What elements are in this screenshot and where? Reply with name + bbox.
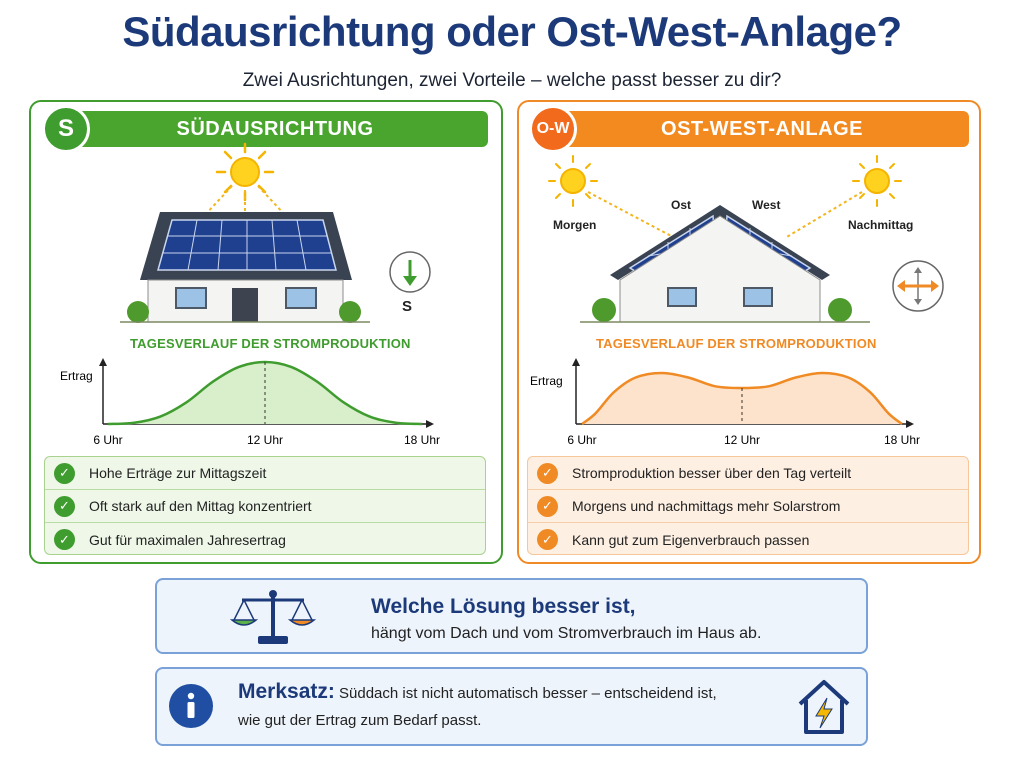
eastwest-production-chart: Ertrag 6 Uhr 12 Uhr 18 Uhr bbox=[530, 358, 920, 447]
south-tick-12: 12 Uhr bbox=[247, 433, 283, 447]
scale-icon bbox=[229, 590, 317, 644]
sun-icon bbox=[852, 155, 902, 207]
check-icon: ✓ bbox=[54, 462, 75, 484]
eastwest-feature-label: Kann gut zum Eigenverbrauch passen bbox=[572, 531, 810, 548]
roof-east bbox=[610, 205, 720, 280]
check-icon: ✓ bbox=[537, 529, 558, 550]
eastwest-badge-label: O-W bbox=[536, 120, 570, 137]
label-west: West bbox=[752, 198, 781, 212]
eastwest-feature-item: ✓ Kann gut zum Eigenverbrauch passen bbox=[528, 523, 968, 556]
merksatz-label: Merksatz: bbox=[238, 680, 335, 703]
check-icon: ✓ bbox=[537, 495, 558, 517]
eastwest-tick-6: 6 Uhr bbox=[567, 433, 596, 447]
eastwest-feature-item: ✓ Stromproduktion besser über den Tag ve… bbox=[528, 457, 968, 490]
check-icon: ✓ bbox=[54, 529, 75, 550]
solar-panels bbox=[157, 219, 337, 271]
south-feature-item: ✓ Oft stark auf den Mittag konzentriert bbox=[45, 490, 485, 523]
south-feature-label: Oft stark auf den Mittag konzentriert bbox=[89, 498, 312, 514]
south-compass-icon bbox=[389, 251, 431, 293]
eastwest-feature-label: Stromproduktion besser über den Tag vert… bbox=[572, 465, 852, 481]
merksatz-line1: Süddach ist nicht automatisch besser – e… bbox=[339, 685, 717, 702]
eastwest-heading: OST-WEST-ANLAGE bbox=[661, 117, 863, 140]
eastwest-panel bbox=[517, 100, 981, 564]
merksatz-box bbox=[155, 667, 868, 746]
south-banner: SÜDAUSRICHTUNG bbox=[62, 111, 488, 147]
conclusion-title: Welche Lösung besser ist, bbox=[371, 595, 636, 618]
south-feature-label: Gut für maximalen Jahresertrag bbox=[89, 531, 286, 548]
eastwest-feature-item: ✓ Morgens und nachmittags mehr Solarstro… bbox=[528, 490, 968, 523]
south-panel bbox=[29, 100, 503, 564]
merksatz-line2: wie gut der Ertrag zum Bedarf passt. bbox=[238, 712, 482, 729]
south-tick-6: 6 Uhr bbox=[93, 433, 122, 447]
south-feature-list: ✓ Hohe Erträge zur Mittagszeit ✓ Oft sta… bbox=[44, 456, 486, 555]
south-ylabel: Ertrag bbox=[60, 369, 93, 383]
eastwest-ylabel: Ertrag bbox=[530, 374, 563, 388]
eastwest-tick-12: 12 Uhr bbox=[724, 433, 760, 447]
page-title: Südausrichtung oder Ost-West-Anlage? bbox=[122, 8, 902, 55]
info-icon bbox=[169, 684, 213, 728]
south-heading: SÜDAUSRICHTUNG bbox=[176, 117, 374, 140]
conclusion-text: hängt vom Dach und vom Stromverbrauch im… bbox=[371, 625, 762, 642]
label-morning: Morgen bbox=[553, 218, 597, 232]
south-badge: S bbox=[42, 105, 90, 153]
house-lightning-icon bbox=[798, 680, 850, 734]
label-afternoon: Nachmittag bbox=[848, 218, 914, 232]
south-production-chart: Ertrag 6 Uhr 12 Uhr 18 Uhr bbox=[60, 358, 440, 447]
eastwest-chart-title: TAGESVERLAUF DER STROMPRODUKTION bbox=[596, 336, 877, 351]
eastwest-feature-label: Morgens und nachmittags mehr Solarstrom bbox=[572, 498, 841, 514]
page-subtitle: Zwei Ausrichtungen, zwei Vorteile – welc… bbox=[242, 70, 782, 91]
roof-west bbox=[720, 205, 830, 280]
sun-rays bbox=[587, 191, 863, 239]
sun-icon bbox=[548, 155, 598, 207]
eastwest-area bbox=[582, 372, 902, 424]
eastwest-badge: O-W bbox=[529, 105, 577, 153]
eastwest-tick-18: 18 Uhr bbox=[884, 433, 920, 447]
south-tick-18: 18 Uhr bbox=[404, 433, 440, 447]
eastwest-compass-icon bbox=[892, 260, 944, 312]
south-feature-label: Hohe Erträge zur Mittagszeit bbox=[89, 465, 267, 481]
check-icon: ✓ bbox=[537, 462, 558, 484]
south-house-illustration bbox=[120, 142, 370, 323]
south-badge-label: S bbox=[57, 115, 74, 142]
south-compass-label: S bbox=[402, 298, 413, 315]
eastwest-house-illustration bbox=[548, 155, 902, 323]
south-feature-item: ✓ Hohe Erträge zur Mittagszeit bbox=[45, 457, 485, 490]
label-east: Ost bbox=[671, 198, 692, 212]
check-icon: ✓ bbox=[54, 495, 75, 517]
sun-rays bbox=[203, 185, 287, 217]
eastwest-banner: OST-WEST-ANLAGE bbox=[555, 111, 969, 147]
south-chart-title: TAGESVERLAUF DER STROMPRODUKTION bbox=[130, 336, 411, 351]
eastwest-feature-list: ✓ Stromproduktion besser über den Tag ve… bbox=[527, 456, 969, 555]
south-feature-item: ✓ Gut für maximalen Jahresertrag bbox=[45, 523, 485, 556]
